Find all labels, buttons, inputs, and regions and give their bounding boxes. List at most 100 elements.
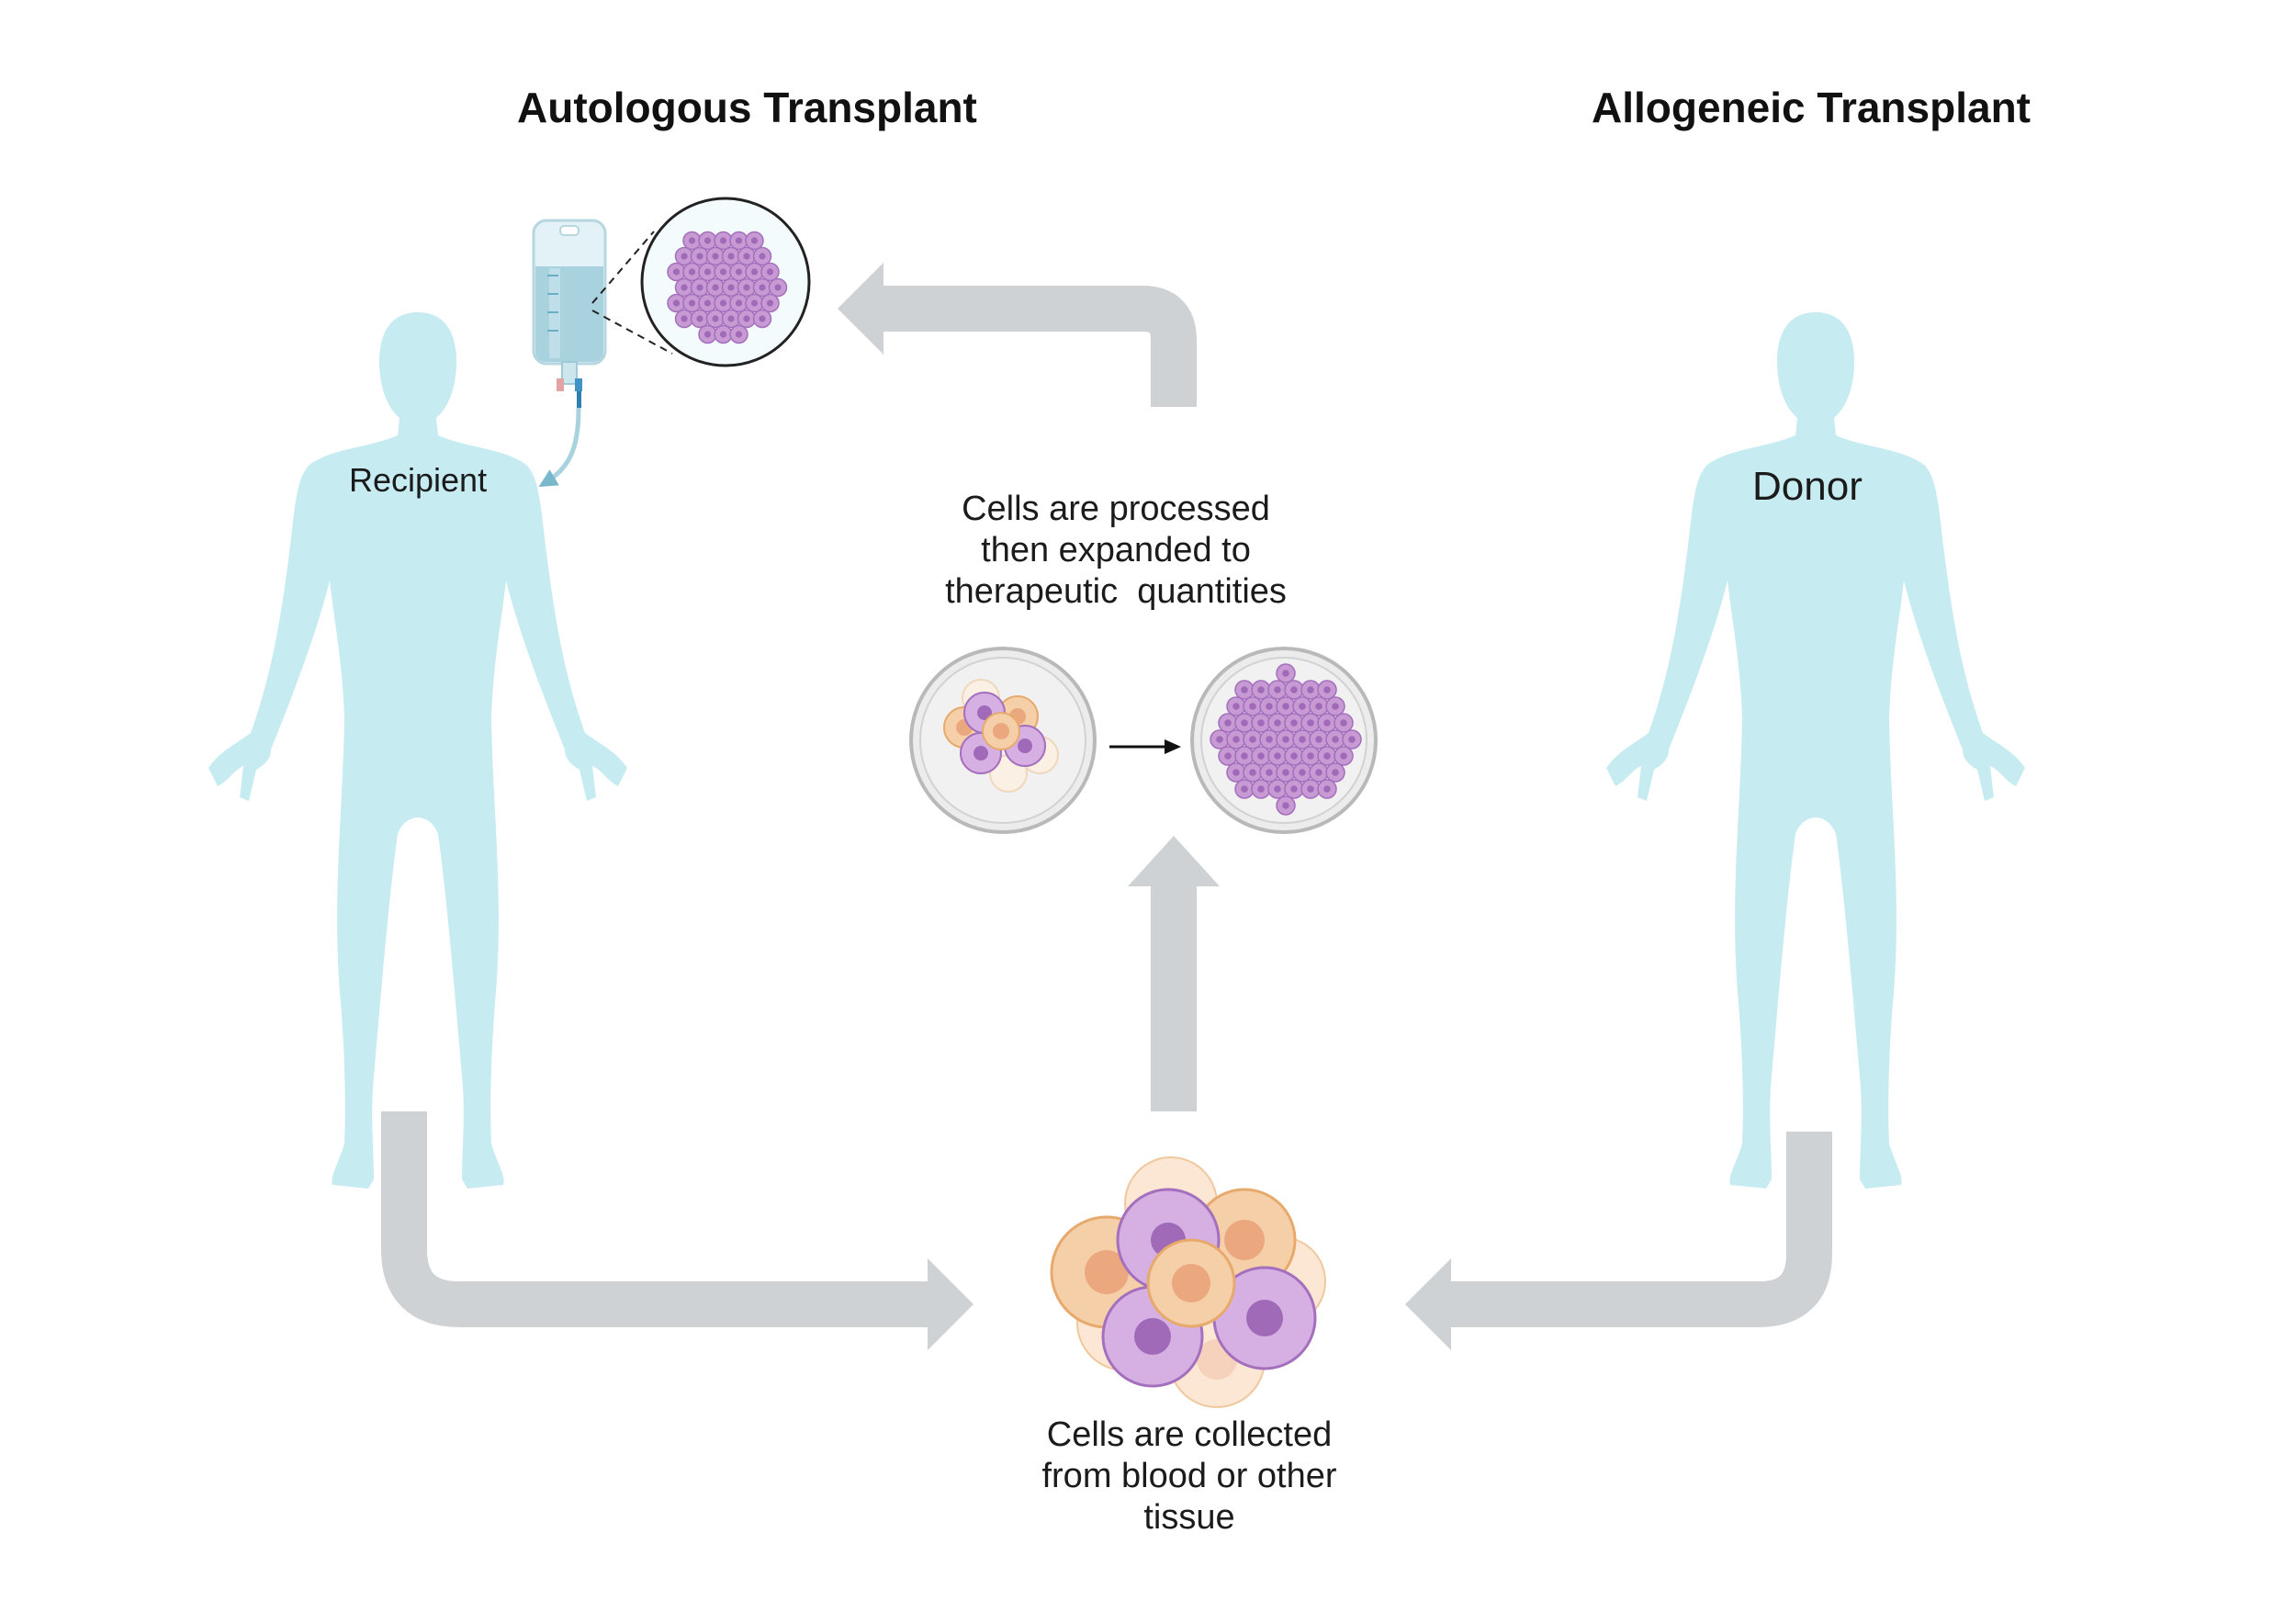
collected-cell-cluster-icon [1050, 1156, 1326, 1408]
expanded-cell-nucleus [712, 284, 719, 291]
expanded-cell-nucleus [1315, 769, 1322, 776]
processing-step-line-2: then expanded to [981, 531, 1251, 569]
expanded-cell-nucleus [766, 299, 774, 307]
expanded-cell-nucleus [719, 299, 727, 307]
expanded-cell-nucleus [1257, 752, 1265, 760]
collection-step-line-3: tissue [1143, 1498, 1235, 1537]
expanded-cell-nucleus [1340, 719, 1347, 727]
expanded-cell-nucleus [1232, 769, 1240, 776]
expanded-cell-nucleus [1241, 686, 1248, 693]
flow-arrow-processing-to-recipient [838, 263, 1197, 407]
expanded-cell-nucleus [1274, 686, 1281, 693]
expanded-cell-nucleus [1216, 736, 1223, 743]
autologous-title: Autologous Transplant [517, 84, 977, 131]
expanded-cell-nucleus [719, 268, 727, 276]
expanded-cell-nucleus [1257, 719, 1265, 727]
expanded-cell-nucleus [681, 253, 688, 260]
expanded-cell-nucleus [1340, 752, 1347, 760]
expanded-cell-nucleus [1307, 686, 1314, 693]
collection-step-line-2: from blood or other [1041, 1457, 1337, 1495]
expanded-cell-nucleus [1323, 785, 1331, 793]
expanded-cell-nucleus [759, 315, 766, 322]
expanded-cell-nucleus [1290, 686, 1298, 693]
donor-label: Donor [1752, 464, 1863, 509]
expanded-cell-nucleus [735, 331, 743, 338]
expanded-cell-nucleus [1232, 703, 1240, 710]
expanded-cell-nucleus [727, 253, 735, 260]
expanded-cell-nucleus [750, 268, 759, 276]
expanded-cell-nucleus [1332, 703, 1339, 710]
expanded-cell-nucleus [719, 331, 727, 338]
expanded-cell-nucleus [735, 237, 743, 244]
expanded-cell-nucleus [1266, 769, 1273, 776]
expanded-cell-nucleus [712, 253, 719, 260]
expanded-cell-nucleus [727, 315, 735, 322]
expanded-cell-nucleus [1332, 736, 1339, 743]
expanded-cell-nucleus [743, 315, 750, 322]
expanded-cell-nucleus [743, 253, 750, 260]
expanded-cell-nucleus [1307, 752, 1314, 760]
expanded-cell-nucleus [1282, 670, 1289, 677]
expanded-cell-nucleus [712, 315, 719, 322]
expanded-cell-nucleus [1249, 736, 1256, 743]
petri-dish-expanded-icon [1190, 647, 1378, 834]
expanded-cell-nucleus [1274, 719, 1281, 727]
expanded-cell-nucleus [1348, 736, 1356, 743]
expanded-cell-nucleus [696, 253, 703, 260]
expanded-cell-nucleus [703, 331, 712, 338]
expanded-cell-nucleus [1315, 703, 1322, 710]
expanded-cell-nucleus [672, 268, 681, 276]
expanded-cell-nucleus [1241, 719, 1248, 727]
donor-silhouette-icon [1606, 312, 2025, 1189]
expanded-cell-nucleus [1224, 752, 1232, 760]
expanded-cell-nucleus [1323, 752, 1331, 760]
expanded-cell-nucleus [672, 299, 681, 307]
expanded-cell-nucleus [759, 253, 766, 260]
expanded-cell-nucleus [1257, 785, 1265, 793]
expanded-cell-nucleus [703, 268, 712, 276]
recipient-silhouette-icon [208, 312, 627, 1189]
expanded-cell-nucleus [735, 299, 743, 307]
expanded-cell-nucleus [1282, 769, 1289, 776]
arrow-icon [1109, 739, 1181, 754]
expanded-cell-nucleus [1323, 686, 1331, 693]
magnified-expanded-cells [640, 197, 811, 367]
expanded-cell-nucleus [743, 284, 750, 291]
flow-arrow-recipient-to-collection [381, 1111, 974, 1350]
expanded-cell-nucleus [688, 299, 696, 307]
expanded-cell-nucleus [1249, 769, 1256, 776]
processing-step-label: Cells are processed then expanded to the… [900, 489, 1332, 613]
expanded-cell-nucleus [1257, 686, 1265, 693]
expanded-cell-nucleus [750, 237, 759, 244]
expanded-cell-nucleus [1224, 719, 1232, 727]
expanded-cell-nucleus [703, 237, 712, 244]
expanded-cell-nucleus [688, 268, 696, 276]
expanded-cell-nucleus [1307, 719, 1314, 727]
allogeneic-title: Allogeneic Transplant [1592, 84, 2031, 131]
expanded-cell-nucleus [1274, 785, 1281, 793]
expanded-cell-nucleus [1282, 703, 1289, 710]
expanded-cell-nucleus [774, 284, 782, 291]
expanded-cell-nucleus [1241, 752, 1248, 760]
expanded-cell-nucleus [735, 268, 743, 276]
expanded-cell-nucleus [1332, 769, 1339, 776]
expanded-cell-nucleus [1249, 703, 1256, 710]
expanded-cell-nucleus [719, 237, 727, 244]
expanded-cell-nucleus [727, 284, 735, 291]
petri-dish-initial-icon [909, 647, 1097, 834]
expanded-cell-nucleus [681, 284, 688, 291]
recipient-label: Recipient [349, 461, 488, 499]
expanded-cell-nucleus [681, 315, 688, 322]
expanded-cell-nucleus [688, 237, 696, 244]
expanded-cell-nucleus [696, 284, 703, 291]
expanded-cell-nucleus [1315, 736, 1322, 743]
expanded-cell-nucleus [1290, 785, 1298, 793]
expanded-cell-nucleus [696, 315, 703, 322]
expanded-cell-nucleus [750, 299, 759, 307]
processing-step-line-3: therapeutic quantities [945, 572, 1287, 611]
flow-arrow-donor-to-collection [1405, 1132, 1832, 1350]
processing-step-line-1: Cells are processed [962, 490, 1270, 528]
expanded-cell-nucleus [1299, 769, 1306, 776]
expanded-cell-nucleus [1282, 802, 1289, 809]
